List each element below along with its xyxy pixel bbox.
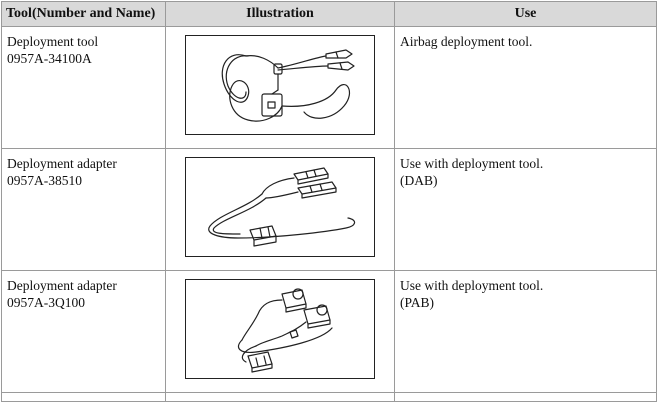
tool-name: Deployment adapter — [7, 156, 117, 171]
illustration-cell — [165, 270, 395, 393]
use-cell: Use with deployment tool. (DAB) — [394, 148, 657, 271]
table-row: Deployment adapter 0957A-38510 — [1, 148, 657, 271]
use-text: Airbag deployment tool. — [400, 34, 533, 49]
tool-cell: Deployment adapter 0957A-3Q100 — [1, 270, 166, 393]
deployment-tool-illustration — [185, 35, 375, 135]
header-use: Use — [394, 1, 657, 27]
tool-number: 0957A-3Q100 — [7, 295, 85, 310]
use-text: Use with deployment tool. — [400, 156, 544, 171]
table-row — [1, 392, 657, 402]
use-cell: Airbag deployment tool. — [394, 26, 657, 149]
use-note: (PAB) — [400, 295, 435, 310]
pab-adapter-illustration — [185, 279, 375, 379]
table-header-row: Tool(Number and Name) Illustration Use — [1, 1, 657, 27]
tool-name: Deployment adapter — [7, 278, 117, 293]
tool-number: 0957A-38510 — [7, 173, 82, 188]
tool-cell — [1, 392, 166, 402]
illustration-cell — [165, 26, 395, 149]
tool-number: 0957A-34100A — [7, 51, 92, 66]
illustration-cell — [165, 148, 395, 271]
header-illustration: Illustration — [165, 1, 395, 27]
use-note: (DAB) — [400, 173, 438, 188]
header-tool: Tool(Number and Name) — [1, 1, 166, 27]
tool-cell: Deployment tool 0957A-34100A — [1, 26, 166, 149]
table-row: Deployment tool 0957A-34100A — [1, 26, 657, 149]
illustration-cell — [165, 392, 395, 402]
use-text: Use with deployment tool. — [400, 278, 544, 293]
table-row: Deployment adapter 0957A-3Q100 — [1, 270, 657, 393]
tool-name: Deployment tool — [7, 34, 99, 49]
use-cell: Use with deployment tool. (PAB) — [394, 270, 657, 393]
dab-adapter-illustration — [185, 157, 375, 257]
tool-cell: Deployment adapter 0957A-38510 — [1, 148, 166, 271]
use-cell — [394, 392, 657, 402]
